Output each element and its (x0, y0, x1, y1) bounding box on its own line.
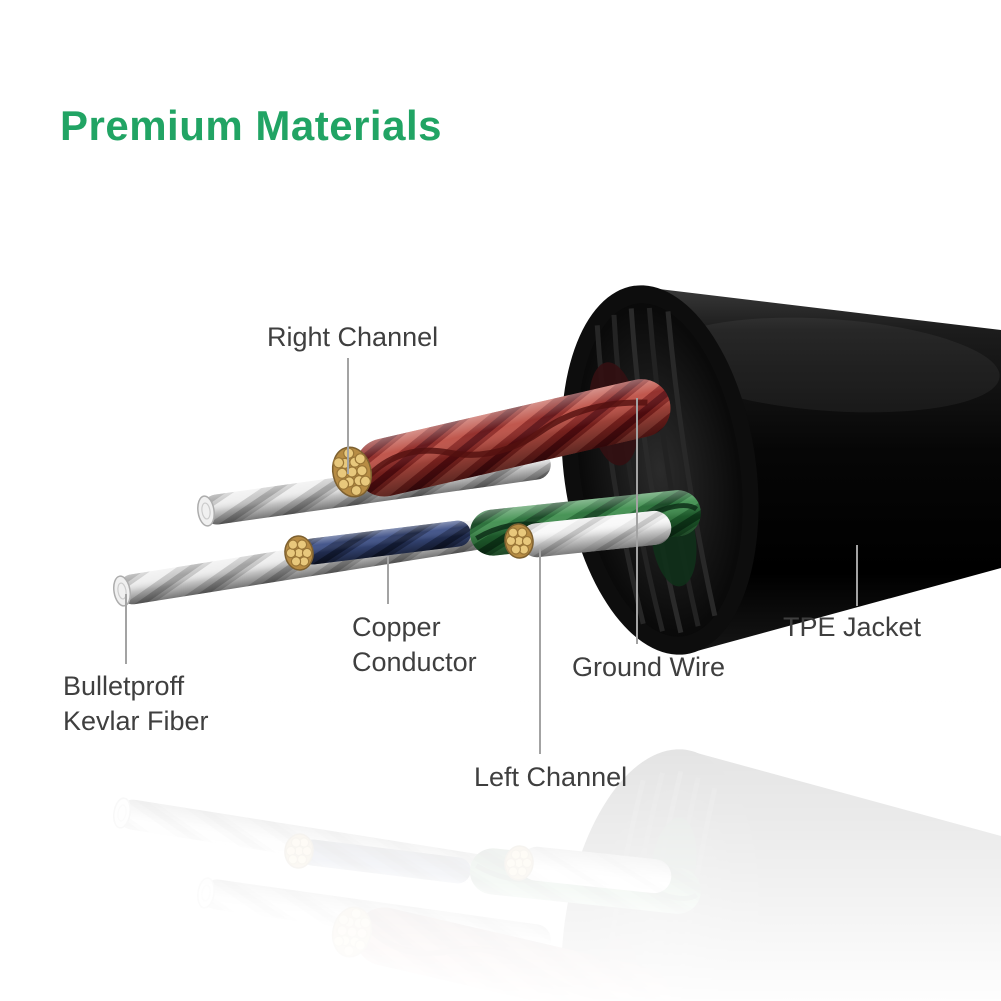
jacket-sheen (660, 317, 1000, 413)
page-title: Premium Materials (60, 102, 442, 149)
leader-lines (125, 358, 858, 754)
left-channel-wire (519, 510, 672, 558)
callout-right-channel: Right Channel (267, 322, 439, 352)
callout-left-channel: Left Channel (474, 762, 628, 792)
callout-tpe-jacket: TPE Jacket (783, 612, 922, 642)
reflection-fade (0, 696, 1001, 1001)
callout-copper-conductor: Copper Conductor (352, 612, 477, 678)
callout-kevlar-fiber: Bulletproff Kevlar Fiber (63, 671, 209, 737)
cable-scene (113, 285, 1001, 655)
right-channel-wire (355, 379, 671, 497)
blue-conductor-wire (299, 520, 471, 565)
callout-ground-wire: Ground Wire (572, 652, 726, 682)
